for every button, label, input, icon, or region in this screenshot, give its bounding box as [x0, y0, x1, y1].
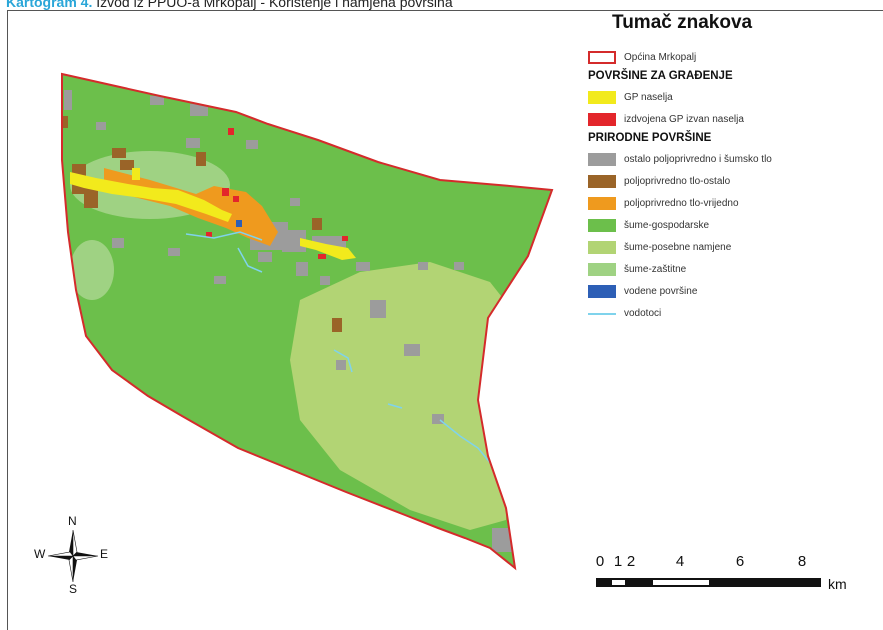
compass-south-label: S	[69, 582, 78, 596]
legend-item: šume-zaštitne	[588, 260, 878, 279]
scale-tick-label: 8	[797, 553, 807, 570]
caption-text: Izvod iz PPUO-a Mrkopalj - Korištenje i …	[96, 0, 453, 10]
legend-section-title: POVRŠINE ZA GRAĐENJE	[588, 70, 733, 82]
legend-swatch	[588, 285, 616, 298]
legend-swatch-boundary	[588, 51, 616, 64]
legend-swatch	[588, 312, 616, 315]
area-settlement-3	[132, 168, 140, 180]
map-caption: Kartogram 4. Izvod iz PPUO-a Mrkopalj - …	[6, 0, 453, 10]
legend-swatch	[588, 197, 616, 210]
legend-label: Općina Mrkopalj	[624, 52, 697, 63]
legend-label: GP naselja	[624, 92, 673, 103]
legend-item: GP naselja	[588, 88, 878, 107]
legend-swatch	[588, 113, 616, 126]
legend-swatch	[588, 91, 616, 104]
legend-swatch	[588, 241, 616, 254]
scale-tick-label: 0	[595, 553, 605, 570]
legend-label: poljoprivredno tlo-ostalo	[624, 176, 731, 187]
legend-label: vodene površine	[624, 286, 698, 297]
area-settlement-2	[300, 238, 356, 260]
legend-swatch	[588, 263, 616, 276]
area-forest-protective-2	[70, 240, 114, 300]
area-settlement	[70, 172, 232, 222]
compass-west-label: W	[34, 547, 46, 561]
legend-label: šume-gospodarske	[624, 220, 710, 231]
scale-tick-label: 2	[626, 553, 636, 570]
legend-section-title: PRIRODNE POVRŠINE	[588, 132, 712, 144]
legend-label: vodotoci	[624, 308, 662, 319]
legend-label: izdvojena GP izvan naselja	[624, 114, 744, 125]
scale-tick-label: 1	[613, 553, 623, 570]
legend-swatch	[588, 153, 616, 166]
scale-unit: km	[828, 576, 847, 592]
legend-label: poljoprivredno tlo-vrijedno	[624, 198, 739, 209]
legend-item: vodene površine	[588, 282, 878, 301]
legend-item-boundary: Općina Mrkopalj	[588, 48, 878, 67]
compass-north-label: N	[68, 514, 77, 528]
area-water	[236, 220, 242, 227]
compass-east-label: E	[100, 547, 109, 561]
watercourses	[185, 231, 497, 471]
legend-item: vodotoci	[588, 304, 878, 323]
legend-label: ostalo poljoprivredno i šumsko tlo	[624, 154, 772, 165]
legend-item: poljoprivredno tlo-vrijedno	[588, 194, 878, 213]
legend-title: Tumač znakova	[612, 12, 753, 33]
area-forest-special	[290, 262, 520, 530]
legend-sections: POVRŠINE ZA GRAĐENJE GP naselja izdvojena …	[588, 70, 878, 323]
map-frame	[7, 10, 883, 630]
legend-swatch	[588, 219, 616, 232]
legend-item: poljoprivredno tlo-ostalo	[588, 172, 878, 191]
scale-tick-label: 6	[735, 553, 745, 570]
scale-bar-graphic	[596, 578, 821, 587]
legend-swatch	[588, 175, 616, 188]
legend-item: ostalo poljoprivredno i šumsko tlo	[588, 150, 878, 169]
north-arrow: N S E W	[34, 514, 110, 596]
area-detached-building	[206, 128, 348, 259]
legend-item: izdvojena GP izvan naselja	[588, 110, 878, 129]
compass-rose-icon	[47, 529, 99, 583]
legend-item: šume-posebne namjene	[588, 238, 878, 257]
legend-label: šume-zaštitne	[624, 264, 687, 275]
caption-label: Kartogram 4.	[6, 0, 93, 10]
legend-label: šume-posebne namjene	[624, 242, 732, 253]
legend-item: šume-gospodarske	[588, 216, 878, 235]
map-legend: Tumač znakova Općina Mrkopalj POVRŠINE Z…	[588, 12, 878, 326]
municipality-boundary	[61, 72, 554, 571]
scale-tick-label: 4	[675, 553, 685, 570]
